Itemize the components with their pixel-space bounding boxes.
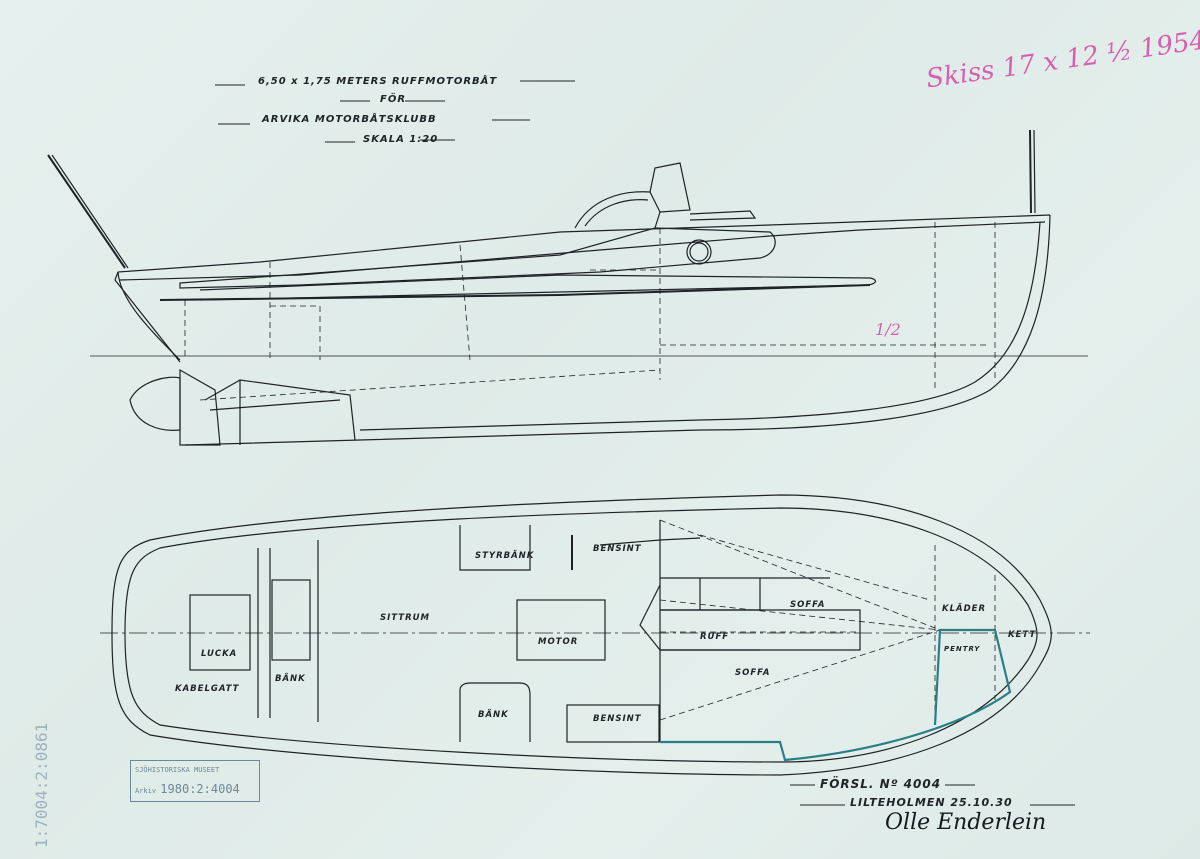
label-soffa-bottom: SOFFA xyxy=(735,668,771,678)
label-bensint-top: BENSINT xyxy=(593,544,642,554)
label-bensint-bottom: BENSINT xyxy=(593,714,642,724)
footer-rules xyxy=(790,784,1075,806)
stamp-museum-name: SJÖHISTORISKA MUSEET xyxy=(135,766,220,774)
title-line-4: SKALA 1:20 xyxy=(363,134,439,145)
place-date: LILTEHOLMEN 25.10.30 xyxy=(850,796,1013,809)
label-styrbank: STYRBÄNK xyxy=(475,551,535,561)
title-rules xyxy=(215,80,575,143)
label-kabelgatt: KABELGATT xyxy=(175,684,240,694)
label-lucka: LUCKA xyxy=(201,649,238,659)
title-line-2: FÖR xyxy=(380,94,407,105)
pentry-outline xyxy=(660,628,1012,762)
label-motor: MOTOR xyxy=(538,637,579,647)
plan-view xyxy=(100,494,1090,776)
pencil-side-mark: 1/2 xyxy=(875,320,901,339)
title-line-1: 6,50 x 1,75 METERS RUFFMOTORBÅT xyxy=(258,76,498,87)
label-sittrum: SITTRUM xyxy=(380,613,430,623)
label-ruff: RUFF xyxy=(700,632,730,642)
stamp-arkiv-label: Arkiv xyxy=(135,787,157,795)
museum-stamp: SJÖHISTORISKA MUSEET Arkiv 1980:2:4004 xyxy=(130,760,260,802)
designer-signature: Olle Enderlein xyxy=(885,810,1047,835)
forslag-number: FÖRSL. Nº 4004 xyxy=(820,777,942,791)
label-kett: KETT xyxy=(1008,630,1037,640)
label-soffa-top: SOFFA xyxy=(790,600,826,610)
label-bank-bottom: BÄNK xyxy=(478,710,509,720)
archive-number-vertical: 1:7004:2:0861 xyxy=(32,722,51,848)
stamp-arkiv-number: 1980:2:4004 xyxy=(160,782,240,796)
label-bank-left: BÄNK xyxy=(275,674,306,684)
side-profile xyxy=(47,129,1088,446)
label-pentry: PENTRY xyxy=(944,645,981,653)
label-klader: KLÄDER xyxy=(942,604,986,614)
title-line-3: ARVIKA MOTORBÅTSKLUBB xyxy=(262,114,437,125)
